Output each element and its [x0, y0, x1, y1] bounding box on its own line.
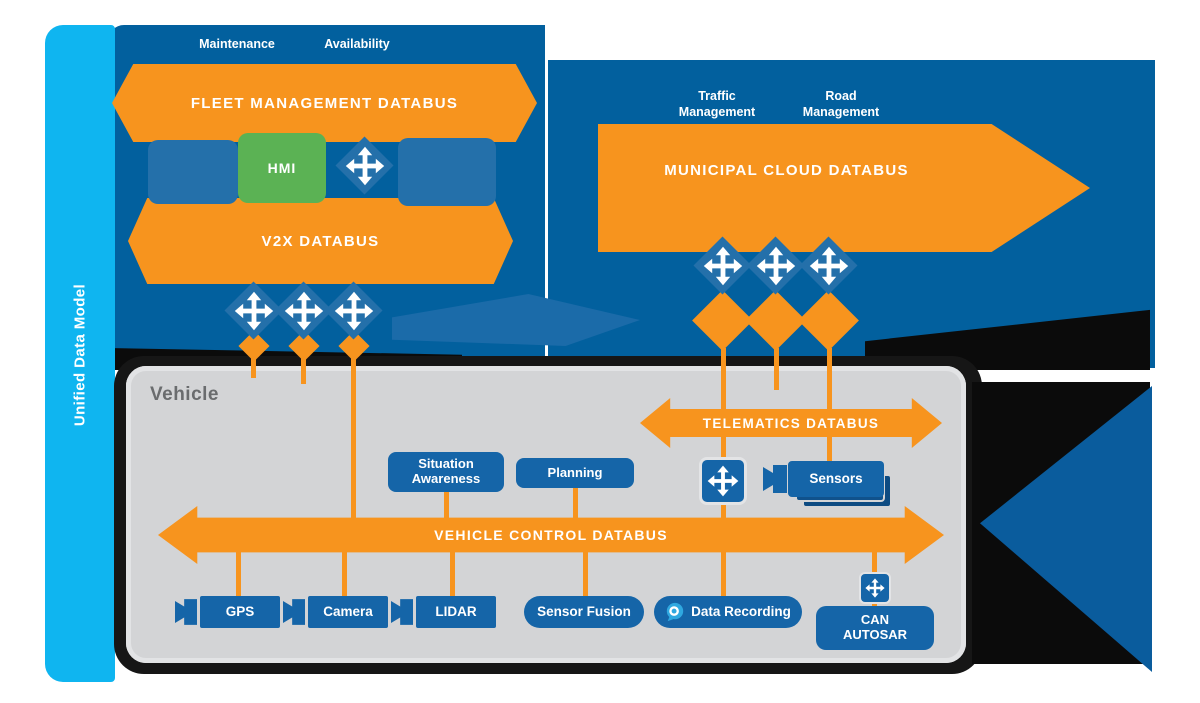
situation-line1: Situation: [418, 456, 474, 472]
routing-service-icon: [756, 246, 796, 286]
camera-box: Camera: [308, 596, 388, 628]
traffic-line1: Traffic: [698, 89, 736, 103]
telematics-databus-label: TELEMATICS DATABUS: [702, 415, 880, 431]
label-maintenance-text: Maintenance: [199, 37, 275, 51]
lidar-box: LIDAR: [416, 596, 496, 628]
fleet-management-databus: FLEET MANAGEMENT DATABUS: [112, 64, 537, 142]
connector-v2x-3: [351, 354, 356, 522]
data-recording-icon: [666, 602, 684, 622]
routing-service-icon: [234, 291, 274, 331]
camera-icon: [391, 599, 413, 625]
label-availability-text: Availability: [324, 37, 390, 51]
road-line1: Road: [825, 89, 857, 103]
connector-lidar: [450, 548, 455, 600]
connector-gps: [236, 548, 241, 600]
unified-data-model-band: Unified Data Model: [45, 25, 115, 682]
data-recording-box: Data Recording: [654, 596, 802, 628]
camera-icon: [283, 599, 305, 625]
connector-v2x-1: [251, 354, 256, 378]
municipal-databus-label: MUNICIPAL CLOUD DATABUS: [664, 161, 909, 179]
connector-municipal-2: [774, 348, 779, 390]
situation-line2: Awareness: [411, 471, 481, 486]
v2x-databus-label: V2X DATABUS: [261, 232, 380, 250]
sensor-fusion-box: Sensor Fusion: [524, 596, 644, 628]
routing-service-icon: [345, 146, 385, 186]
lidar-label: LIDAR: [435, 604, 477, 620]
fleet-databus-label: FLEET MANAGEMENT DATABUS: [190, 94, 459, 112]
glitch-blob-hmi-right: [398, 138, 496, 206]
traffic-line2: Management: [678, 105, 756, 120]
planning-box: Planning: [516, 458, 634, 488]
connector-camera: [342, 548, 347, 600]
road-line2: Management: [802, 105, 880, 120]
glitch-blob-hmi-left: [148, 140, 238, 204]
can-line2: AUTOSAR: [842, 627, 908, 642]
camera-label: Camera: [323, 604, 373, 620]
connector-municipal-3: [827, 348, 832, 466]
camera-icon: [763, 465, 787, 493]
can-line1: CAN: [860, 612, 890, 628]
data-recording-label: Data Recording: [691, 604, 791, 620]
gps-label: GPS: [225, 604, 255, 620]
hmi-label: HMI: [267, 160, 297, 176]
hmi-box: HMI: [238, 133, 326, 203]
vehicle-title-text: Vehicle: [150, 384, 219, 405]
sensors-box: Sensors: [788, 461, 884, 497]
label-road-management: Road Management: [780, 88, 902, 121]
connector-planning: [573, 484, 578, 522]
routing-service-icon: [865, 578, 885, 598]
vehicle-control-databus-label: VEHICLE CONTROL DATABUS: [434, 527, 668, 543]
label-availability: Availability: [298, 36, 416, 52]
routing-service-icon: [284, 291, 324, 331]
routing-service-icon: [809, 246, 849, 286]
gps-box: GPS: [200, 596, 280, 628]
can-autosar-box: CAN AUTOSAR: [816, 606, 934, 650]
situation-awareness-box: Situation Awareness: [388, 452, 504, 492]
routing-service-icon: [703, 246, 743, 286]
connector-situation-awareness: [444, 488, 449, 522]
routing-service-icon: [707, 465, 739, 497]
connector-v2x-2: [301, 354, 306, 384]
label-traffic-management: Traffic Management: [656, 88, 778, 121]
sensor-fusion-label: Sensor Fusion: [537, 604, 631, 620]
can-routing-icon-box: [859, 572, 891, 604]
municipal-cloud-databus: MUNICIPAL CLOUD DATABUS: [598, 124, 1090, 252]
telematics-routing-icon-box: [699, 457, 747, 505]
vehicle-title: Vehicle: [150, 384, 219, 406]
connector-sensor-fusion: [583, 548, 588, 600]
v2x-databus: V2X DATABUS: [128, 198, 513, 284]
label-maintenance: Maintenance: [178, 36, 296, 52]
planning-label: Planning: [547, 464, 603, 480]
sensors-label: Sensors: [809, 471, 863, 487]
routing-service-icon: [334, 291, 374, 331]
camera-icon: [175, 599, 197, 625]
unified-data-model-label: Unified Data Model: [71, 283, 89, 427]
